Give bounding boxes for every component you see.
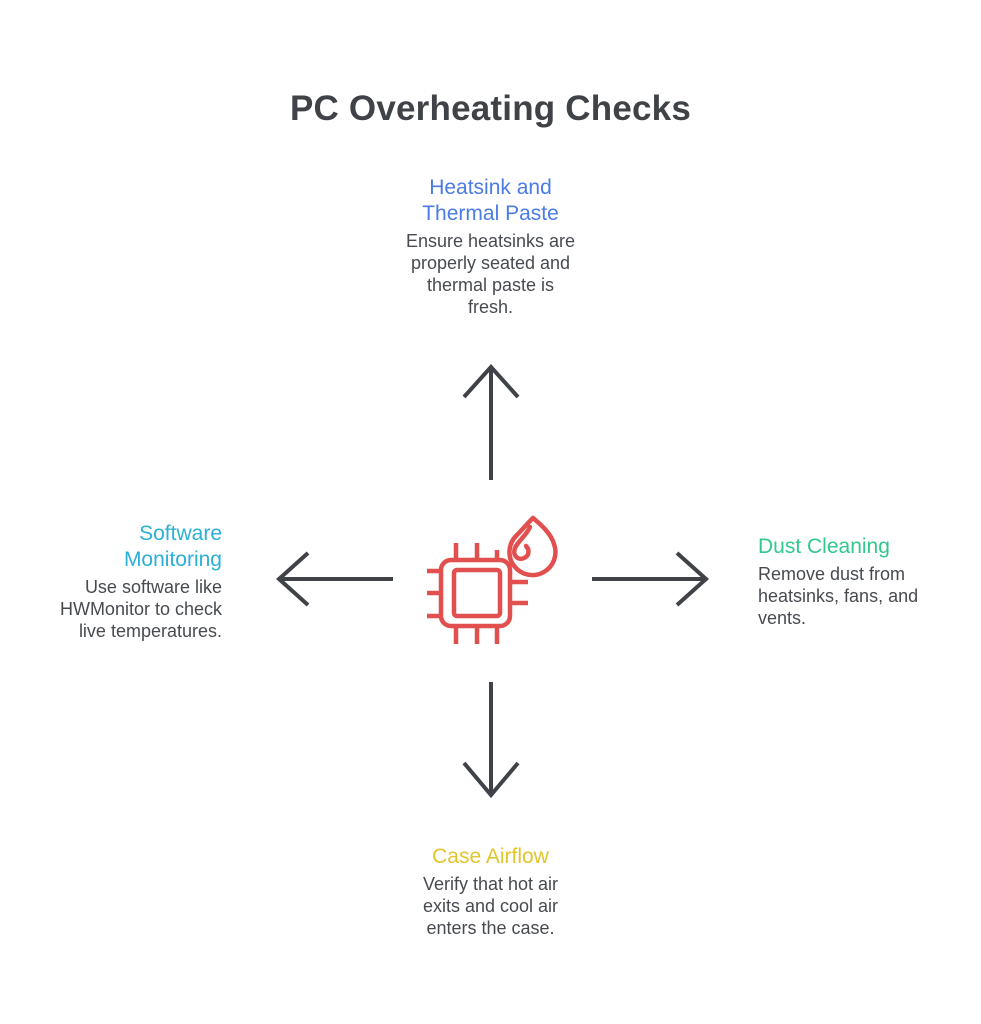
node-software-monitoring: Software Monitoring Use software like HW… [0, 521, 222, 642]
cpu-chip-outline [427, 543, 528, 644]
arrow-right-icon [592, 551, 709, 607]
cpu-flame-icon [427, 515, 558, 644]
page-title: PC Overheating Checks [289, 89, 691, 128]
node-software-body: Use software like HWMonitor to check liv… [59, 577, 222, 641]
node-case-airflow: Case Airflow Verify that hot air exits a… [361, 844, 621, 939]
node-software-heading: Software Monitoring [123, 522, 222, 571]
node-dust-body: Remove dust from heatsinks, fans, and ve… [758, 564, 919, 628]
node-airflow-body: Verify that hot air exits and cool air e… [422, 874, 559, 938]
node-heatsink-body: Ensure heatsinks are properly seated and… [405, 231, 576, 317]
flame-inner-curl [512, 524, 533, 561]
arrow-down-icon [462, 682, 520, 799]
node-heatsink-heading: Heatsink and Thermal Paste [422, 176, 559, 225]
arrow-up-icon [462, 364, 520, 480]
node-dust-heading: Dust Cleaning [758, 535, 890, 558]
node-airflow-heading: Case Airflow [432, 845, 549, 868]
node-heatsink-thermal-paste: Heatsink and Thermal Paste Ensure heatsi… [351, 175, 631, 318]
node-dust-cleaning: Dust Cleaning Remove dust from heatsinks… [758, 534, 978, 629]
arrow-left-icon [276, 551, 393, 607]
